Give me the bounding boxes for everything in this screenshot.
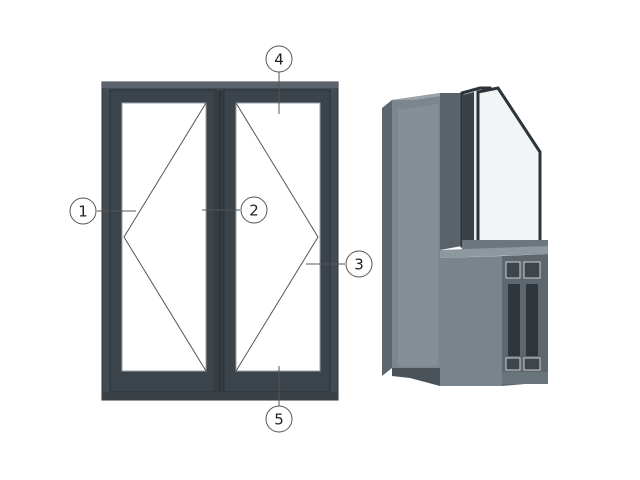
glazing-bead bbox=[462, 240, 548, 250]
callouts: 1 2 3 4 5 bbox=[69, 45, 373, 433]
profile-side-face bbox=[440, 93, 462, 250]
profile-bottom-edge bbox=[392, 368, 440, 386]
sash-profile-front bbox=[440, 256, 502, 386]
profile-chamber-5 bbox=[505, 357, 521, 371]
door-threshold bbox=[102, 392, 338, 400]
callout-5-circle bbox=[265, 405, 293, 433]
callout-4-circle bbox=[265, 45, 293, 73]
callout-2-circle bbox=[240, 196, 268, 224]
callout-3-circle bbox=[345, 250, 373, 278]
callout-1-label: 1 bbox=[78, 203, 88, 221]
callout-1-circle bbox=[69, 197, 97, 225]
callout-4-label: 4 bbox=[274, 51, 284, 69]
door-frame-top-bevel bbox=[102, 82, 338, 88]
profile-cross-section bbox=[382, 86, 548, 386]
profile-front-face-inner bbox=[398, 104, 438, 366]
glass-spacer-bar bbox=[462, 92, 474, 246]
right-leaf-glass bbox=[235, 102, 321, 372]
profile-chamber-4 bbox=[526, 284, 538, 356]
callout-2-label: 2 bbox=[249, 202, 259, 220]
profile-left-edge bbox=[382, 100, 392, 376]
left-leaf-glass bbox=[121, 102, 207, 372]
right-leaf-opening-symbol bbox=[235, 102, 319, 372]
profile-base bbox=[502, 372, 548, 384]
callout-3-label: 3 bbox=[354, 256, 364, 274]
left-leaf-opening-symbol bbox=[123, 102, 207, 372]
door-front-view bbox=[101, 81, 339, 401]
sash-profile-top bbox=[440, 246, 548, 258]
profile-chamber-1 bbox=[505, 261, 521, 279]
glass-pane-inner bbox=[476, 86, 542, 246]
profile-chamber-3 bbox=[508, 284, 520, 356]
profile-chamber-2 bbox=[523, 261, 541, 279]
callout-5-label: 5 bbox=[274, 411, 284, 429]
profile-chamber-6 bbox=[523, 357, 541, 371]
